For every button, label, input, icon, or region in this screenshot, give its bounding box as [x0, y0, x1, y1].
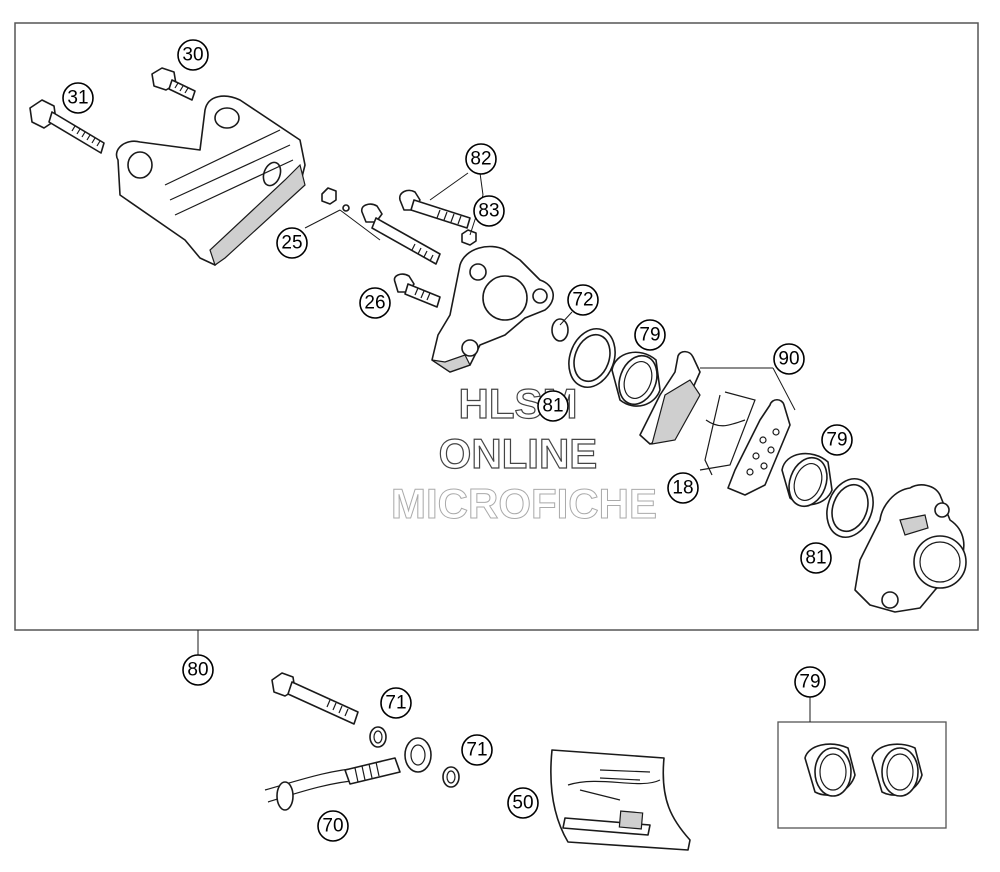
caliper-bracket[interactable] [115, 95, 306, 266]
brake-hose-70[interactable] [264, 737, 432, 811]
callout-81-a[interactable]: 81 [537, 390, 569, 422]
callout-79-c-label: 79 [799, 672, 820, 693]
callout-82-label: 82 [470, 149, 491, 170]
washer-71-a[interactable] [369, 726, 387, 748]
callout-81-a-label: 81 [542, 396, 563, 417]
callout-25-label: 25 [281, 233, 302, 254]
callout-70-label: 70 [322, 816, 343, 837]
brake-pad-90-a[interactable] [639, 350, 701, 445]
callout-80[interactable]: 80 [182, 654, 214, 686]
callout-79-b[interactable]: 79 [821, 424, 853, 456]
pad-spring-18[interactable] [699, 391, 756, 476]
brake-pad-90-b[interactable] [727, 398, 791, 496]
grease-packet-50[interactable] [550, 749, 691, 851]
watermark: HLSM ONLINE MICROFICHE [391, 379, 658, 527]
callout-79-a-label: 79 [639, 325, 660, 346]
callout-30[interactable]: 30 [177, 39, 209, 71]
caliper-outer-half[interactable] [854, 484, 967, 613]
callout-50[interactable]: 50 [507, 787, 539, 819]
callout-79-b-label: 79 [826, 430, 847, 451]
callout-31[interactable]: 31 [62, 82, 94, 114]
sleeve-25[interactable] [321, 187, 441, 265]
assembly-frame [14, 22, 979, 631]
callout-81-b[interactable]: 81 [800, 542, 832, 574]
pin-bolt-82[interactable] [398, 189, 471, 229]
callout-71-b[interactable]: 71 [461, 734, 493, 766]
bolt-30[interactable] [151, 67, 196, 101]
kit-piston-a[interactable] [804, 743, 856, 797]
callout-82[interactable]: 82 [465, 143, 497, 175]
callout-26[interactable]: 26 [359, 287, 391, 319]
kit-piston-b[interactable] [871, 743, 923, 797]
callout-71-a[interactable]: 71 [380, 687, 412, 719]
callout-83[interactable]: 83 [473, 195, 505, 227]
callout-18-label: 18 [672, 478, 693, 499]
bolt-26[interactable] [393, 273, 441, 308]
callout-83-label: 83 [478, 201, 499, 222]
callout-18[interactable]: 18 [667, 472, 699, 504]
callout-90-label: 90 [778, 349, 799, 370]
callout-72[interactable]: 72 [567, 284, 599, 316]
callout-90[interactable]: 90 [773, 343, 805, 375]
callout-80-label: 80 [187, 660, 208, 681]
callout-81-b-label: 81 [805, 548, 826, 569]
callout-25[interactable]: 25 [276, 227, 308, 259]
seal-81-inner[interactable] [561, 322, 623, 393]
banjo-bolt[interactable] [271, 672, 359, 725]
callout-70[interactable]: 70 [317, 810, 349, 842]
o-ring-72[interactable] [551, 318, 569, 342]
caliper-inner-half[interactable] [431, 245, 554, 373]
callout-50-label: 50 [512, 793, 533, 814]
seal-81-outer[interactable] [819, 472, 881, 543]
callout-72-label: 72 [572, 290, 593, 311]
watermark-line2: ONLINE [439, 430, 598, 477]
piston-kit-frame [777, 721, 947, 829]
callout-30-label: 30 [182, 45, 203, 66]
callout-79-a[interactable]: 79 [634, 319, 666, 351]
callout-31-label: 31 [67, 88, 88, 109]
callout-79-c[interactable]: 79 [794, 666, 826, 698]
piston-79-outer[interactable] [781, 452, 833, 511]
callout-71-a-label: 71 [385, 693, 406, 714]
watermark-line3: MICROFICHE [391, 480, 657, 527]
nut-83[interactable] [461, 229, 477, 246]
bolt-31[interactable] [29, 99, 105, 154]
callout-71-b-label: 71 [466, 740, 487, 761]
callout-26-label: 26 [364, 293, 385, 314]
washer-71-b[interactable] [442, 766, 460, 788]
piston-79-inner[interactable] [611, 350, 663, 409]
leader-lines [197, 172, 811, 722]
